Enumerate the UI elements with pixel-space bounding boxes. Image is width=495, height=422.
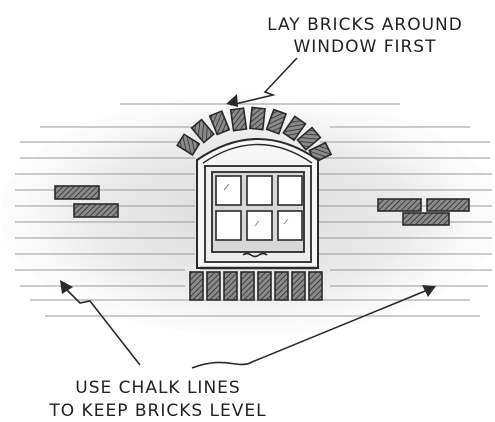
top-pointer-line (230, 57, 298, 106)
bottom-label-line1: USE CHALK LINES (75, 378, 240, 398)
top-label-line1: LAY BRICKS AROUND (267, 15, 463, 35)
right-arrowhead (422, 285, 436, 297)
left-arrowhead (60, 280, 73, 294)
left-bricks (54, 185, 119, 218)
window-handle (242, 252, 268, 258)
window (196, 138, 319, 270)
right-bricks (377, 198, 470, 226)
pointer-lines (61, 57, 431, 369)
right-pointer-line (191, 288, 431, 369)
sill-bricks (189, 271, 323, 301)
arrowheads (60, 94, 436, 297)
bottom-label-line2: TO KEEP BRICKS LEVEL (48, 401, 266, 421)
top-label-line2: WINDOW FIRST (293, 37, 436, 57)
chalk-lines (15, 103, 492, 317)
left-pointer-line (61, 284, 141, 366)
top-arrowhead (226, 94, 238, 107)
